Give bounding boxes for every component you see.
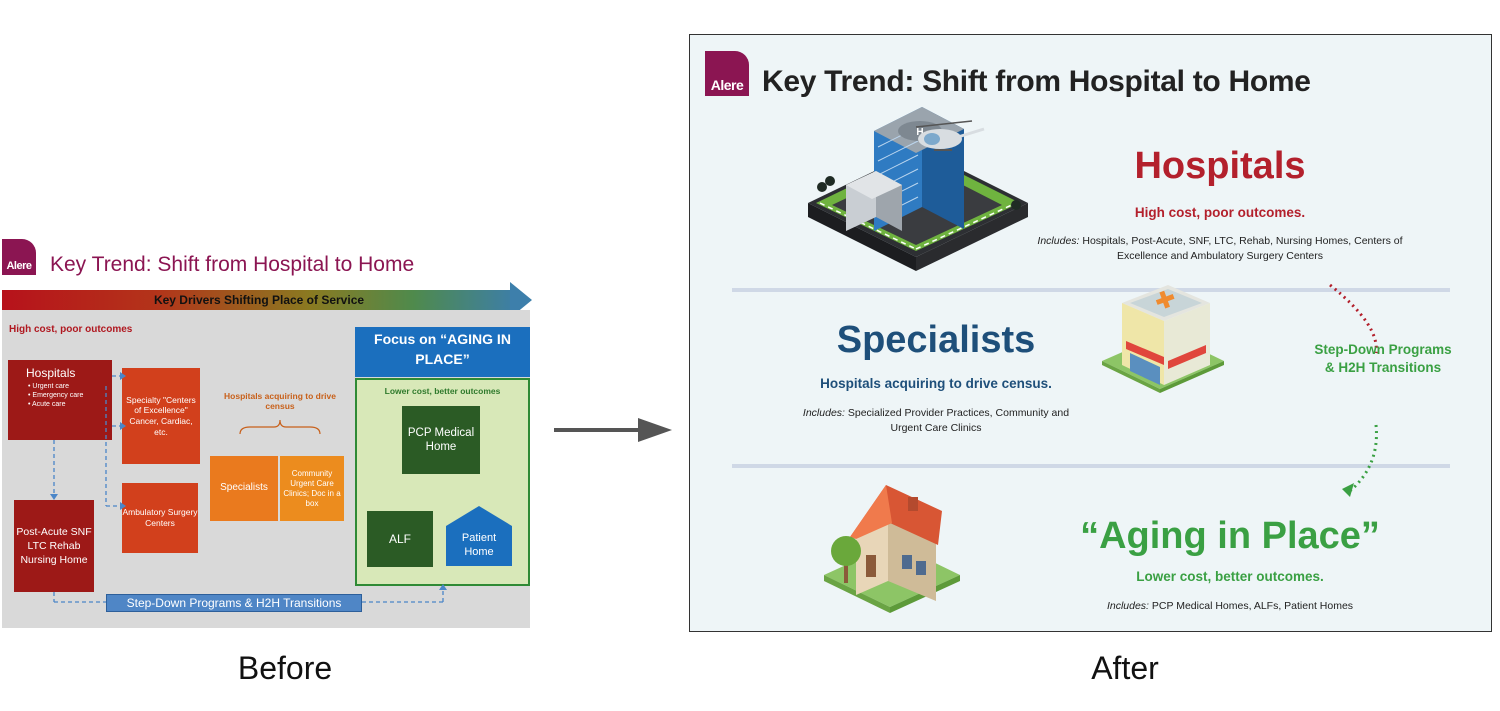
patient-home-label: Patient Home — [461, 532, 497, 558]
hospitals-item: Emergency care — [28, 392, 112, 401]
post-acute-box: Post-Acute SNF LTC Rehab Nursing Home — [14, 500, 94, 592]
hospitals-box: Hospitals Urgent care Emergency care Acu… — [8, 360, 112, 440]
step-down-dotted-arrow — [1329, 283, 1378, 497]
specialists-subtitle: Hospitals acquiring to drive census. — [820, 376, 1052, 391]
acquiring-label: Hospitals acquiring to drive census — [224, 391, 336, 412]
aging-in-place-includes: Includes: PCP Medical Homes, ALFs, Patie… — [1106, 600, 1354, 612]
centers-of-excellence-box: Specialty "Centers of Excellence" Cancer… — [122, 368, 200, 464]
specialists-heading: Specialists — [836, 319, 1036, 361]
after-title: Key Trend: Shift from Hospital to Home — [762, 65, 1311, 98]
hospitals-includes: Includes: Hospitals, Post-Acute, SNF, LT… — [1037, 235, 1403, 263]
step-down-bar: Step-Down Programs & H2H Transitions — [106, 594, 362, 612]
before-caption: Before — [237, 650, 333, 686]
drivers-arrow-head — [510, 282, 532, 318]
specialists-includes: Includes: Specialized Provider Practices… — [802, 407, 1070, 435]
ambulatory-surgery-box: Ambulatory Surgery Centers — [122, 483, 198, 553]
hospitals-item: Acute care — [28, 401, 112, 410]
hospitals-box-title: Hospitals — [26, 366, 76, 380]
house-shape-icon — [446, 506, 512, 566]
after-caption: After — [1091, 650, 1159, 686]
before-title: Key Trend: Shift from Hospital to Home — [50, 253, 415, 276]
focus-aging-banner: Focus on “AGING IN PLACE” — [355, 327, 530, 377]
drivers-arrow — [2, 290, 516, 310]
hospital-building-icon: H — [808, 107, 1028, 271]
lower-cost-label: Lower cost, better outcomes — [384, 386, 501, 396]
hospitals-heading: Hospitals — [1134, 145, 1306, 187]
house-icon — [824, 485, 960, 613]
alere-logo: Alere — [705, 51, 749, 96]
alere-logo: Alere — [2, 239, 36, 275]
aging-in-place-heading: “Aging in Place” — [1080, 515, 1380, 557]
pcp-medical-home-box: PCP Medical Home — [402, 406, 480, 474]
brace-icon — [239, 419, 321, 435]
step-down-label: Step-Down Programs & H2H Transitions — [1314, 342, 1452, 376]
community-clinics-box: Community Urgent Care Clinics; Doc in a … — [280, 456, 344, 521]
separator-line — [732, 288, 1450, 292]
hospitals-item: Urgent care — [28, 383, 112, 392]
before-slide: Alere Key Trend: Shift from Hospital to … — [0, 236, 532, 630]
svg-text:H: H — [916, 127, 923, 138]
drivers-arrow-label: Key Drivers Shifting Place of Service — [153, 293, 365, 307]
hospitals-subtitle: High cost, poor outcomes. — [1134, 205, 1306, 220]
tree-icon — [831, 536, 861, 583]
arrow-right-icon — [554, 418, 672, 442]
aging-in-place-subtitle: Lower cost, better outcomes. — [1136, 569, 1324, 584]
patient-home-box: Patient Home — [446, 506, 512, 566]
after-illustrations: H — [732, 107, 1450, 613]
specialists-box: Specialists — [210, 456, 278, 521]
after-slide: H — [689, 34, 1492, 632]
clinic-building-icon — [1102, 285, 1224, 393]
alf-box: ALF — [367, 511, 433, 567]
flow-connectors — [50, 372, 447, 603]
helicopter-icon — [915, 120, 985, 151]
separator-line — [732, 464, 1450, 468]
high-cost-label: High cost, poor outcomes — [9, 324, 133, 335]
